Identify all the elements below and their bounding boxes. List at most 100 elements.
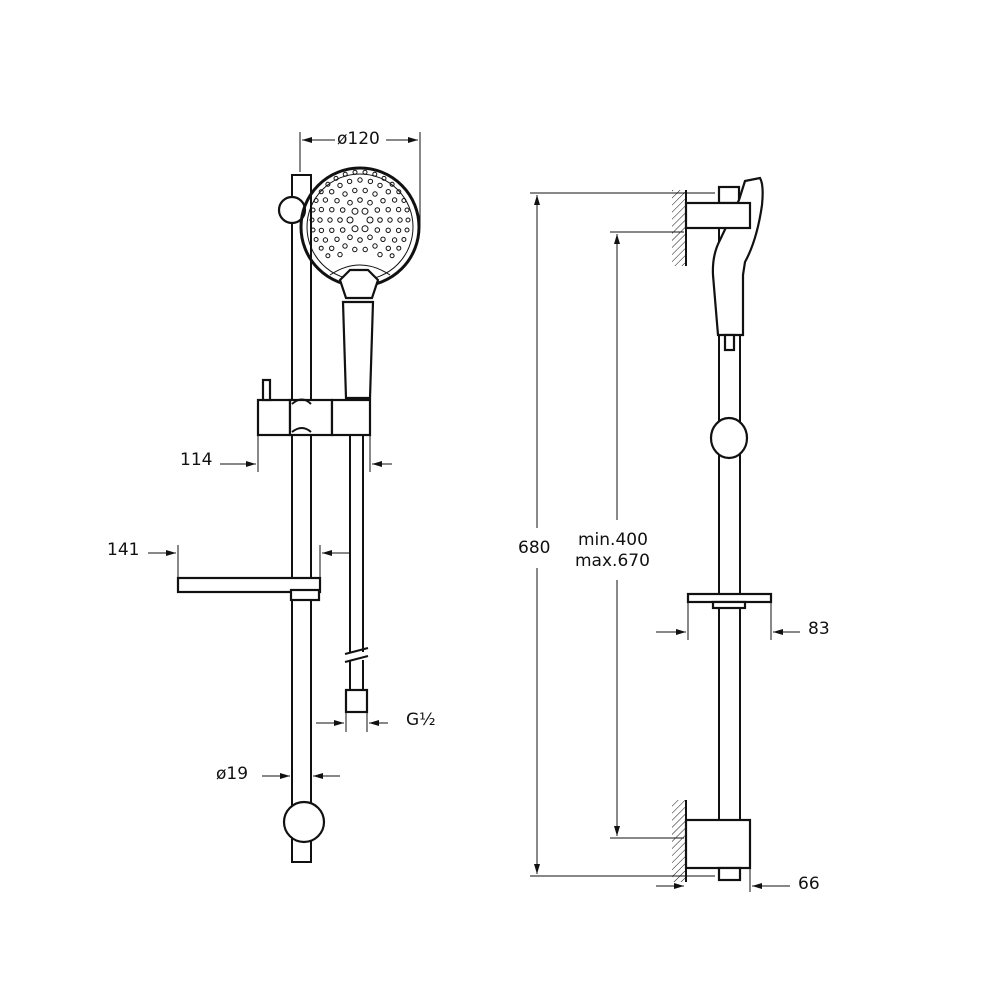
slide-rail	[291, 174, 312, 863]
spray-nozzle	[352, 169, 358, 175]
wall-projection-label: 66	[798, 874, 820, 894]
bottom-wall-bracket	[684, 818, 752, 870]
spray-nozzle	[342, 191, 348, 197]
spray-nozzle	[334, 236, 340, 243]
hose-connection-label: G½	[406, 710, 436, 730]
side-view	[530, 176, 800, 892]
spray-nozzle	[374, 227, 381, 233]
soap-dish-clamp	[289, 588, 321, 602]
spray-nozzle	[333, 175, 339, 181]
top-bracket-knob	[277, 195, 307, 225]
spray-nozzle	[395, 206, 402, 213]
spray-nozzle	[362, 246, 368, 253]
hand-shower-head	[299, 166, 421, 288]
wall-hatch-top	[672, 190, 686, 266]
spray-nozzle	[374, 207, 381, 213]
spray-nozzle	[325, 253, 331, 259]
spray-nozzle	[387, 217, 393, 223]
spray-nozzle	[361, 225, 369, 233]
front-view	[148, 132, 421, 863]
spray-nozzle	[318, 227, 325, 234]
spray-nozzle	[397, 217, 403, 223]
spray-nozzle	[377, 182, 383, 189]
spray-nozzle	[334, 198, 340, 204]
spray-nozzle	[327, 217, 333, 223]
spray-nozzle	[357, 197, 363, 203]
spray-nozzle	[337, 217, 343, 223]
shower-hose	[344, 435, 369, 714]
spray-nozzle	[310, 207, 316, 213]
spray-nozzle	[351, 225, 359, 233]
dimension-lines-front	[148, 132, 421, 779]
spray-nozzle	[377, 251, 383, 258]
spray-nozzle	[361, 207, 369, 215]
spray-nozzle	[401, 198, 407, 203]
spray-nozzle	[380, 236, 386, 243]
spray-nozzle	[352, 187, 358, 194]
spray-nozzle	[367, 199, 373, 206]
spray-nozzle	[396, 189, 402, 195]
spray-nozzle	[380, 198, 386, 204]
spray-nozzle	[404, 227, 410, 233]
spray-nozzle	[381, 175, 387, 181]
spray-nozzle	[366, 216, 374, 224]
spray-nozzle	[347, 199, 353, 206]
spray-nozzle	[339, 227, 346, 233]
spray-nozzle	[385, 245, 391, 252]
spray-nozzle	[357, 177, 363, 183]
spray-nozzle	[322, 237, 329, 243]
spray-nozzle	[313, 198, 319, 203]
spray-nozzle	[325, 181, 331, 187]
spray-nozzle	[372, 171, 378, 177]
spray-nozzle	[352, 246, 358, 253]
spray-nozzle	[362, 187, 368, 194]
spray-nozzle	[313, 237, 319, 242]
spray-nozzle	[385, 227, 391, 234]
spray-nozzle	[395, 227, 402, 234]
spray-nozzle	[329, 245, 335, 252]
bracket-spacing-max-label: max.670	[575, 551, 650, 571]
spray-nozzle	[346, 178, 353, 185]
spray-nozzle	[342, 171, 348, 177]
side-rail-top-cap	[717, 185, 741, 205]
spray-nozzle	[389, 181, 395, 187]
side-soap-dish-clamp	[711, 600, 747, 610]
spray-nozzle	[310, 227, 316, 233]
bracket-spacing-min-label: min.400	[578, 530, 648, 550]
spray-nozzle	[318, 245, 324, 251]
spray-nozzle	[367, 178, 374, 185]
head-diameter-label: ø120	[337, 129, 380, 149]
spray-nozzle	[362, 169, 368, 175]
bottom-bracket-knob	[282, 800, 326, 844]
handle-neck	[338, 268, 380, 300]
side-holder-pin	[723, 333, 736, 352]
spray-nozzle	[401, 237, 407, 242]
spray-nozzle	[391, 237, 398, 243]
spray-nozzle	[318, 189, 324, 195]
spray-nozzle	[367, 234, 373, 241]
soap-dish-width-label: 141	[107, 540, 140, 560]
spray-nozzle	[339, 207, 346, 213]
spray-nozzle	[389, 253, 395, 259]
spray-nozzle	[372, 191, 378, 197]
spray-nozzle	[317, 217, 323, 223]
soap-dish	[176, 576, 322, 594]
spray-nozzle	[318, 206, 325, 213]
side-soap-dish	[686, 592, 773, 604]
spray-nozzle	[342, 243, 348, 249]
soap-dish-depth-label: 83	[808, 619, 830, 639]
rail-diameter-label: ø19	[216, 764, 249, 784]
spray-nozzle	[357, 237, 363, 243]
spray-nozzle	[377, 217, 383, 223]
spray-nozzle	[385, 189, 391, 195]
holder-offset-label: 114	[180, 450, 213, 470]
wall-hatch-bottom	[672, 800, 686, 882]
total-height-label: 680	[518, 538, 551, 558]
side-holder-knob	[709, 416, 749, 460]
spray-nozzle	[347, 234, 353, 241]
spray-nozzle	[329, 207, 335, 213]
spray-nozzle	[372, 243, 378, 249]
spray-nozzle	[329, 189, 335, 195]
